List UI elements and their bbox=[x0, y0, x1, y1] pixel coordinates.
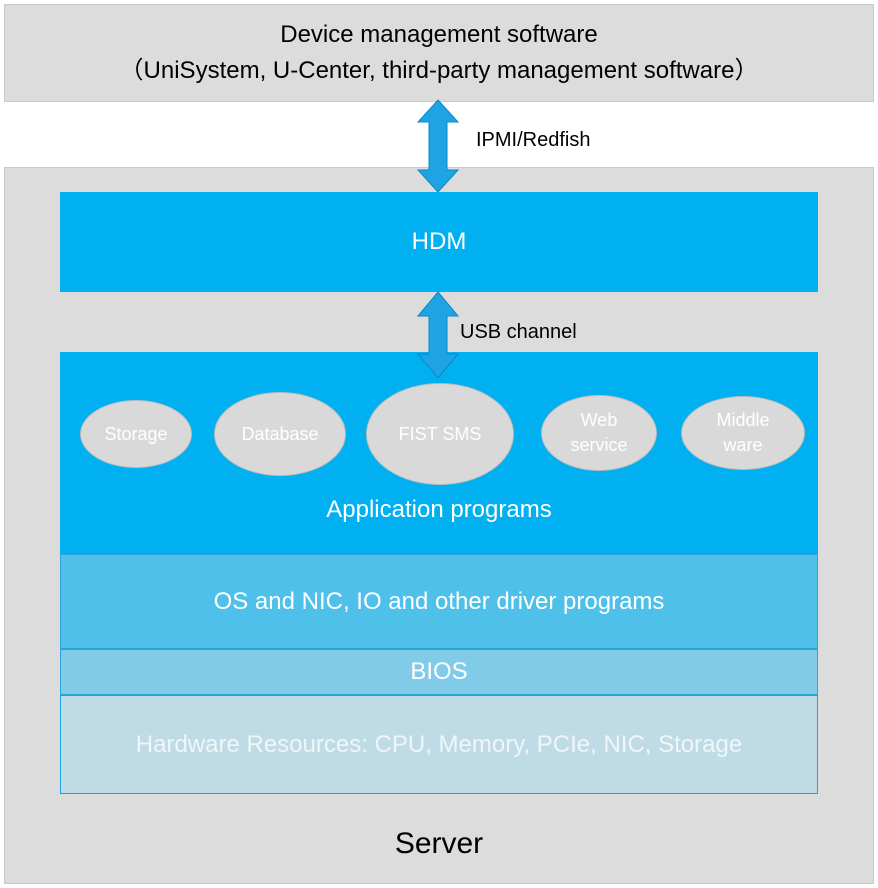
bios-label: BIOS bbox=[410, 658, 468, 685]
app-oval-label: Web service bbox=[570, 410, 628, 455]
ipmi-redfish-label: IPMI/Redfish bbox=[476, 129, 591, 151]
app-oval-label: Storage bbox=[104, 423, 168, 444]
usb-channel-label: USB channel bbox=[460, 321, 577, 343]
app-oval-label: Middle ware bbox=[716, 410, 770, 455]
app-oval-database: Database bbox=[214, 392, 346, 476]
hdm-box: HDM bbox=[60, 192, 818, 292]
hardware-resources-label: Hardware Resources: CPU, Memory, PCIe, N… bbox=[135, 730, 743, 758]
app-oval-storage: Storage bbox=[80, 400, 192, 468]
app-oval-fist-sms: FIST SMS bbox=[366, 383, 514, 485]
app-oval-middleware: Middle ware bbox=[681, 396, 805, 470]
management-software-box: Device management software （UniSystem, U… bbox=[4, 4, 874, 102]
app-oval-web-service: Web service bbox=[541, 395, 657, 471]
hardware-resources-layer: Hardware Resources: CPU, Memory, PCIe, N… bbox=[60, 695, 818, 794]
server-label: Server bbox=[394, 827, 484, 860]
management-software-examples: （UniSystem, U-Center, third-party manage… bbox=[119, 57, 759, 84]
bios-layer: BIOS bbox=[60, 649, 818, 695]
os-driver-label: OS and NIC, IO and other driver programs bbox=[213, 587, 665, 615]
app-oval-label: FIST SMS bbox=[398, 423, 482, 444]
os-driver-layer: OS and NIC, IO and other driver programs bbox=[60, 554, 818, 649]
management-software-title: Device management software bbox=[280, 21, 598, 48]
application-programs-label: Application programs bbox=[326, 496, 552, 523]
app-oval-label: Database bbox=[241, 423, 319, 444]
hdm-label: HDM bbox=[411, 228, 467, 255]
